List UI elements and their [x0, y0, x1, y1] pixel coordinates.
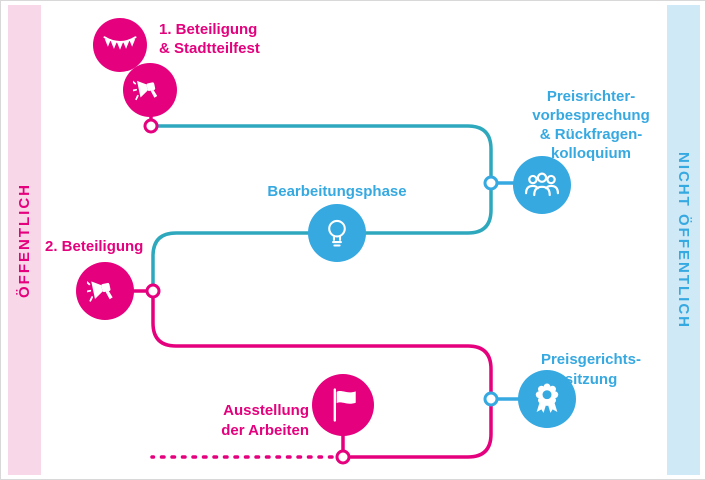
- step-circle-stadtteilfest: [93, 18, 147, 72]
- label-line: sitzung: [564, 371, 618, 388]
- label-preisrichter: Preisrichter- vorbesprechung & Rückfrage…: [511, 87, 671, 163]
- label-beteiligung1: 1. Beteiligung & Stadtteilfest: [159, 20, 299, 58]
- path-node-3: [145, 283, 161, 299]
- path-node-2: [483, 175, 499, 191]
- megaphone-icon: [87, 280, 113, 302]
- path-segment-4: [349, 404, 493, 459]
- bunting-icon: [103, 36, 137, 50]
- path-node-1: [143, 118, 159, 134]
- label-line: vorbesprechung: [532, 107, 650, 124]
- label-line: Preisrichter-: [546, 88, 636, 105]
- step-circle-ausstellung: [312, 374, 374, 436]
- label-beteiligung2: 2. Beteiligung: [45, 237, 175, 256]
- label-line: Ausstellung: [223, 402, 309, 419]
- label-line: kolloquium: [551, 145, 631, 162]
- step-circle-preisgericht: [518, 370, 576, 428]
- label-ausstellung: Ausstellung der Arbeiten: [181, 401, 309, 441]
- label-line: der Arbeiten: [221, 422, 309, 439]
- band-not-public: NICHT ÖFFENTLICH: [667, 5, 700, 475]
- path-node-4: [483, 391, 499, 407]
- flag-icon: [333, 388, 356, 422]
- step-circle-beteiligung1: [123, 63, 177, 117]
- label-line: 1. Beteiligung: [159, 21, 258, 38]
- band-public: ÖFFENTLICH: [8, 5, 41, 475]
- step-circle-bearbeitung: [308, 204, 366, 262]
- label-bearbeitungsphase: Bearbeitungsphase: [247, 182, 427, 201]
- path-node-5: [335, 449, 351, 465]
- path-segment-3: [151, 296, 493, 394]
- step-circle-preisrichter: [513, 156, 571, 214]
- label-line: Preisgerichts-: [540, 351, 642, 368]
- label-line: & Rückfragen-: [539, 126, 643, 143]
- step-circle-beteiligung2: [76, 262, 134, 320]
- lightbulb-icon: [328, 219, 346, 247]
- medal-icon: [535, 383, 559, 413]
- label-preisgericht: Preisgerichts- sitzung: [516, 350, 666, 390]
- path-segment-1: [155, 124, 493, 178]
- label-line: & Stadtteilfest: [159, 40, 260, 57]
- jury-people-icon: [525, 172, 559, 197]
- label-line: 2. Beteiligung: [45, 238, 144, 255]
- label-line: Bearbeitungsphase: [267, 183, 407, 200]
- megaphone-icon: [133, 80, 158, 101]
